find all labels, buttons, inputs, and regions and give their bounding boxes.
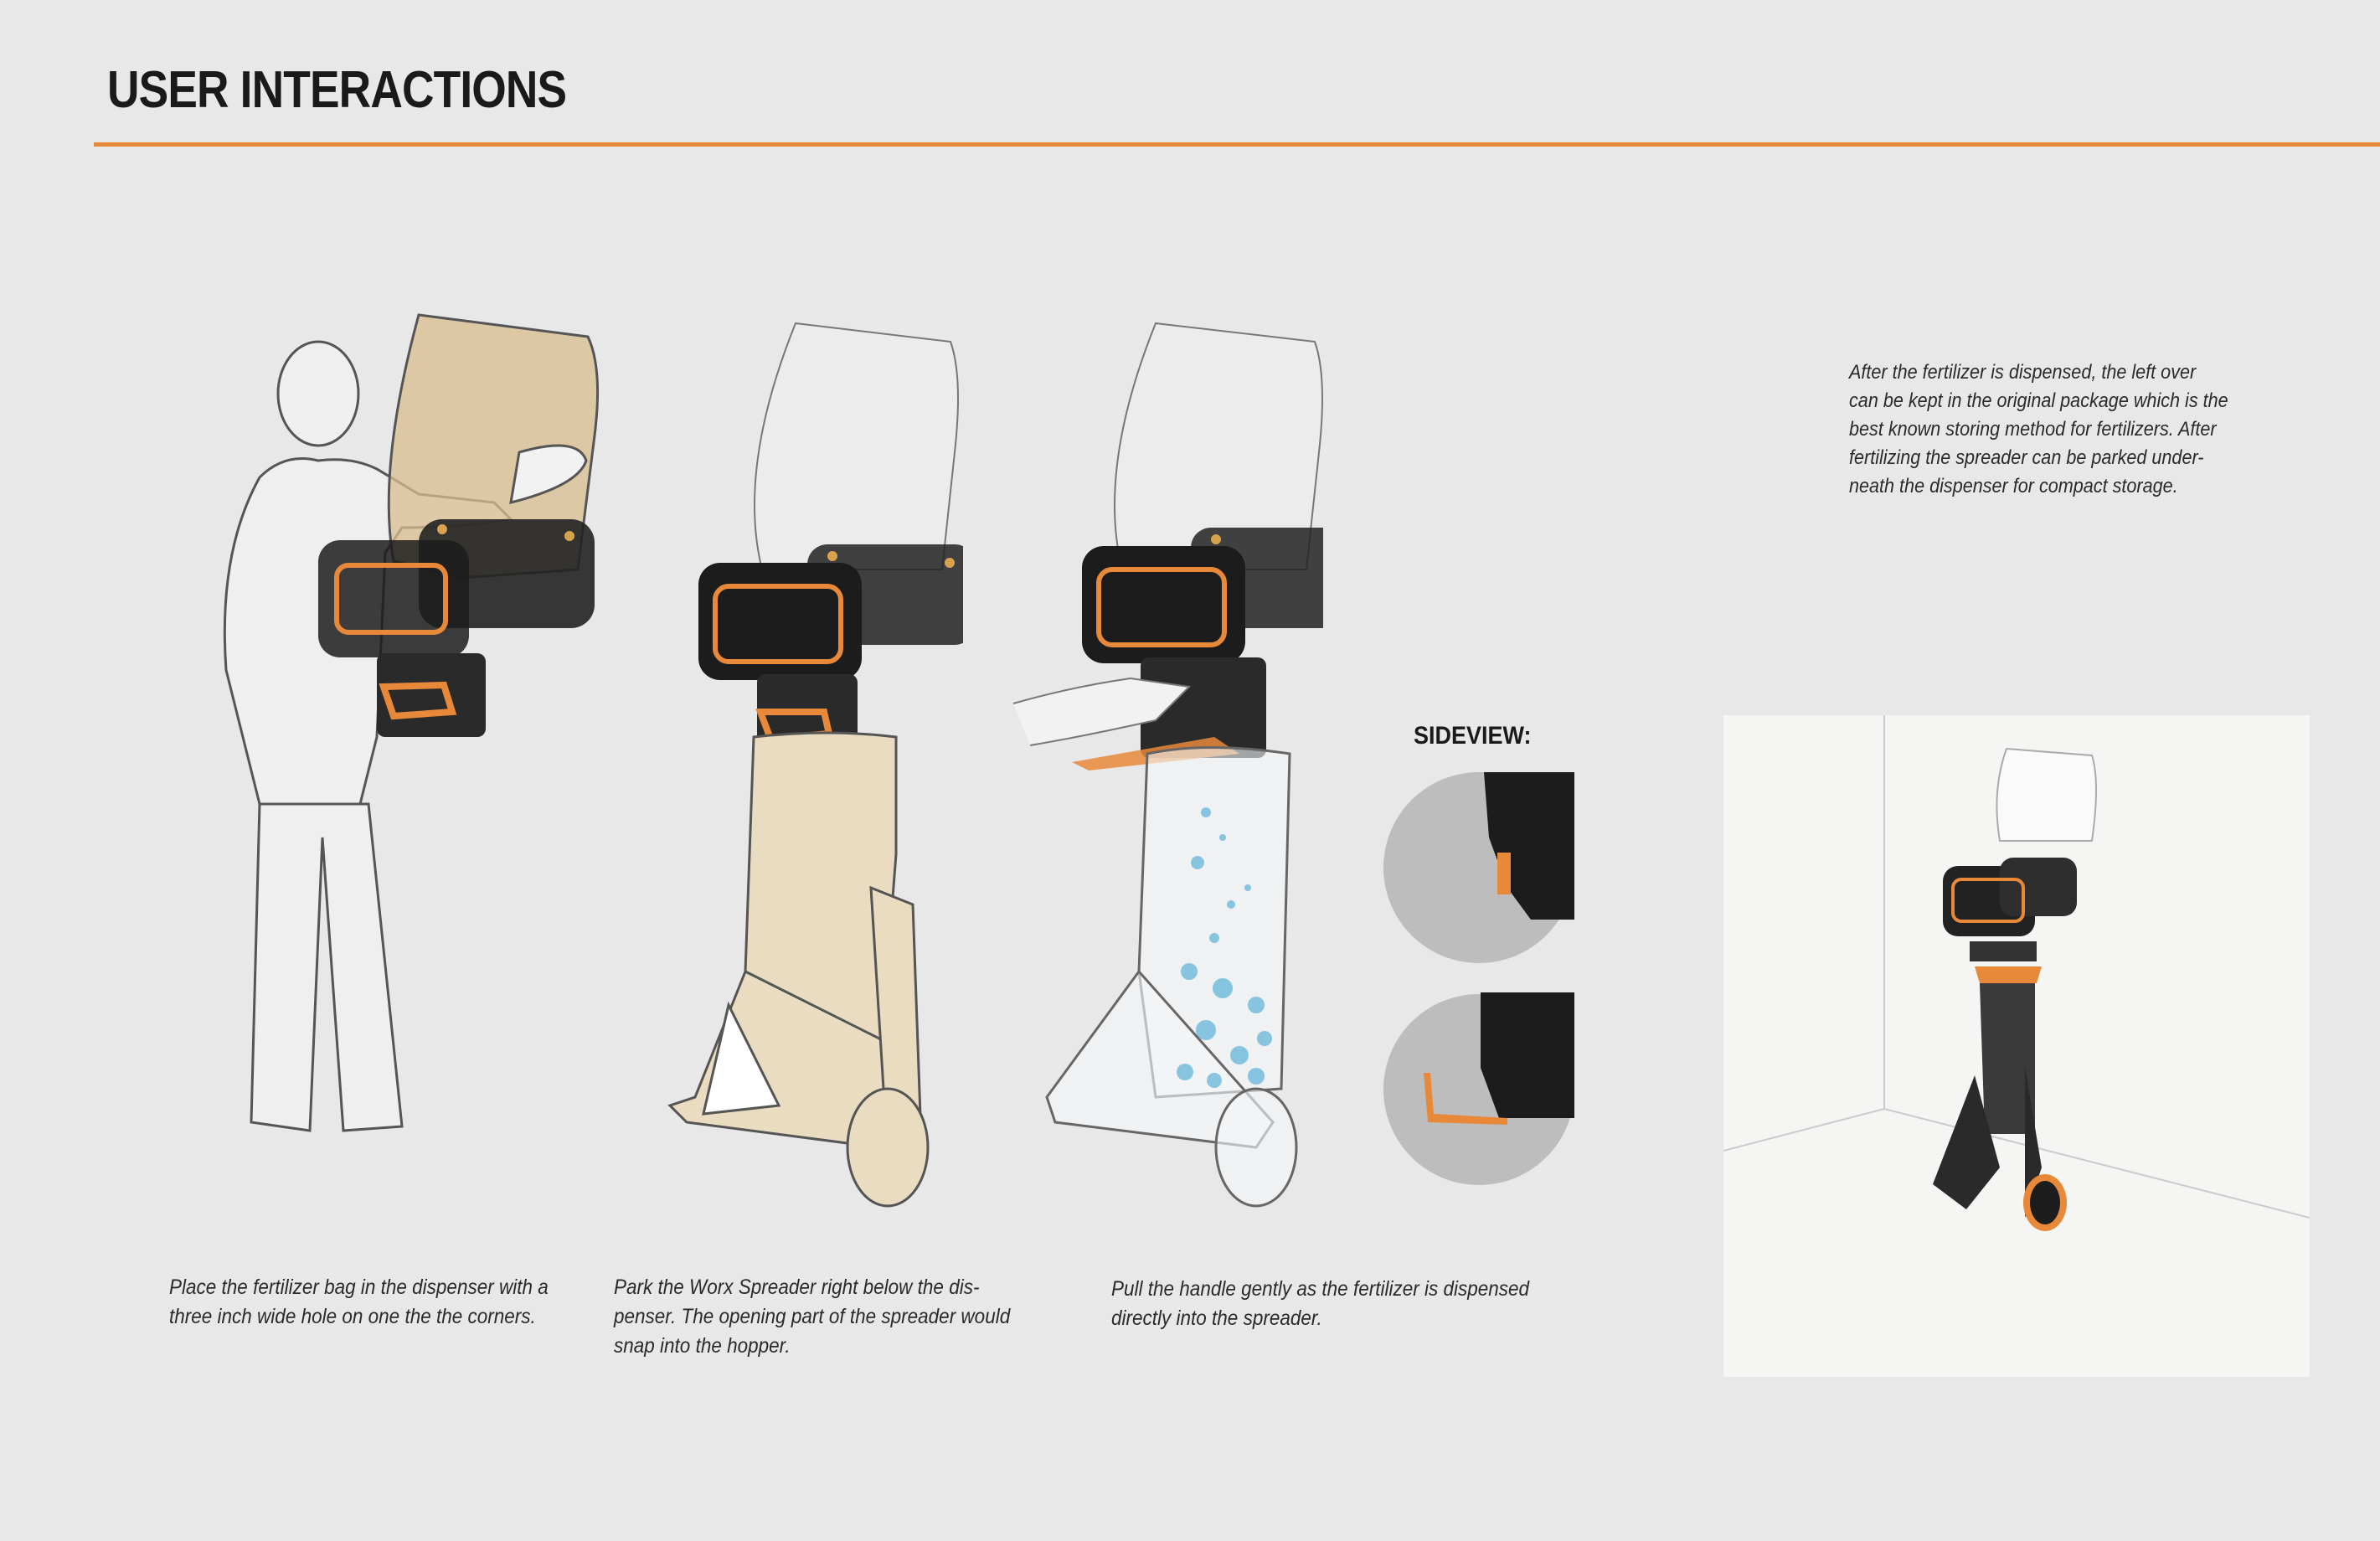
illustration-park-spreader: [667, 322, 963, 1208]
storage-caption: After the fertilizer is dispensed, the l…: [1849, 361, 2228, 497]
illustration-place-bag: [223, 313, 600, 1132]
spreader: [667, 731, 930, 1208]
sideview-open: [1383, 992, 1574, 1185]
fertilizer-bag-outline: [754, 322, 959, 570]
step-2-caption: Park the Worx Spreader right below the d…: [614, 1276, 1011, 1358]
fertilizer-granules: [1177, 807, 1272, 1088]
title-divider: [94, 142, 2380, 147]
dispenser: [318, 519, 595, 737]
dispenser: [698, 544, 963, 758]
page-title: USER INTERACTIONS: [107, 61, 567, 119]
storage-render: [1723, 715, 2310, 1231]
dispenser: [1082, 528, 1323, 758]
spreader-transparent: [1045, 746, 1298, 1208]
illustration-pull-handle: [1012, 322, 1323, 1208]
sideview-closed: [1383, 772, 1574, 963]
step-1-caption: Place the fertilizer bag in the dispense…: [169, 1276, 549, 1328]
sideview-label: SIDEVIEW:: [1414, 722, 1532, 750]
hand-outline: [1012, 677, 1192, 746]
step-3-caption: Pull the handle gently as the fertilizer…: [1111, 1277, 1530, 1330]
storage-photo: [1723, 715, 2310, 1377]
